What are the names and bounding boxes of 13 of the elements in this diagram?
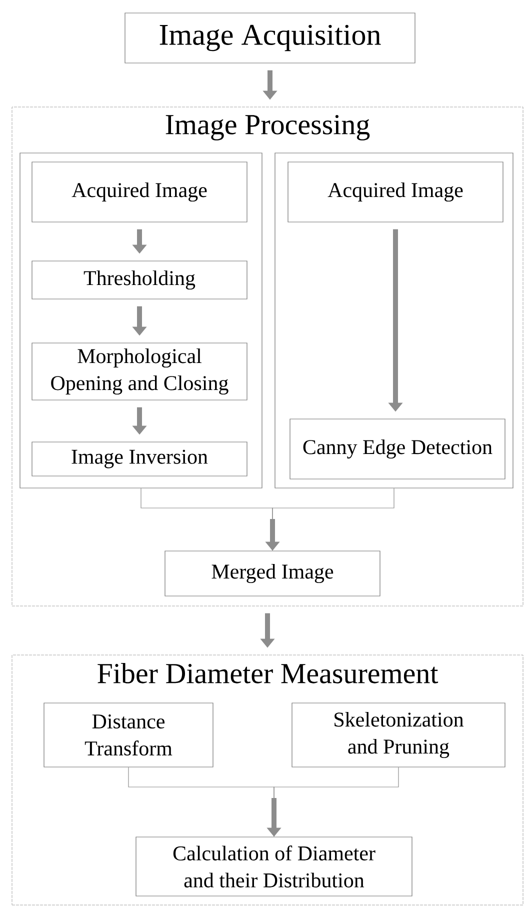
process-box: Acquired Image [288,162,504,222]
process-box: Acquired Image [32,162,248,222]
process-box: Calculation of Diameter and their Distribution [136,836,412,896]
panel-box [20,152,262,488]
process-box: Morphological Opening and Closing [32,342,248,400]
panel-box [274,152,514,488]
process-box: Skeletonization and Pruning [292,702,506,768]
process-box: Distance Transform [44,702,214,768]
process-box: Merged Image [164,550,380,596]
process-box: Image Inversion [32,442,248,476]
process-box: Thresholding [32,260,248,300]
process-box: Canny Edge Detection [290,418,506,480]
process-box: Image Acquisition [124,12,416,64]
